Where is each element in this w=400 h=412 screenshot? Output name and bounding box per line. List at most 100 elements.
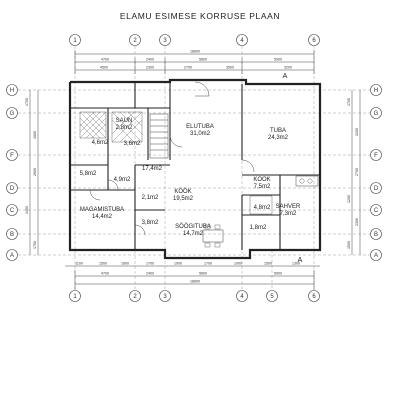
room-saun-name: SAUN [116,118,133,124]
room-closet-area: 2,1m2 [142,195,159,201]
dim-top-2: 2400 [146,58,154,62]
right-dimensions: 1700 3200 2700 1200 2300 1500 [347,90,361,255]
staircase [149,113,169,159]
dim-top-total: 18600 [190,50,200,54]
left-axis-markers: H G F D C B A [6,84,18,261]
room-left-mid-area: 5,8m2 [80,171,97,177]
dim-bot-1: 4700 [101,272,109,276]
axis-left-F: F [10,153,14,159]
kitchen-fixtures [249,175,319,215]
axis-bottom-6: 6 [312,294,316,300]
door-swings [89,81,255,236]
dim-right-2: 3200 [355,128,359,136]
room-hall-mid-area: 4,9m2 [114,177,131,183]
dim-bot2-1: 1100 [75,262,83,266]
bottom-axis-markers: 1 2 3 4 5 6 [69,290,320,302]
axis-right-H: H [374,88,378,94]
axis-left-A: A [10,253,14,259]
axis-bottom-1: 1 [73,294,77,300]
room-elutuba-name: ELUTUBA [186,124,214,130]
room-tuba-area: 24,3m2 [268,135,289,141]
axis-top-6: 6 [312,38,316,44]
right-axis-markers: H G F D C B A [370,84,382,261]
room-soogituba-area: 14,7m2 [183,231,204,237]
dim-bot2-6: 1700 [204,262,212,266]
dim-bot2-2: 1500 [99,262,107,266]
dim-top2-2: 2300 [146,66,154,70]
dim-left-1: 1700 [25,98,29,106]
dim-bot2-3: 1800 [121,262,129,266]
room-corridor-area: 17,4m2 [142,166,163,172]
dim-bot-4: 5900 [274,272,282,276]
room-labels: ELUTUBA 31,0m2 TUBA 24,3m2 SAUN 2,8m2 4,… [80,118,301,237]
axis-right-F: F [374,153,378,159]
dim-top2-3: 2700 [184,66,192,70]
room-kook-area: 19,5m2 [173,196,194,202]
dim-top-4: 5900 [274,58,282,62]
top-axis-markers: 1 2 3 4 6 [69,34,320,46]
section-marker-bottom: A [298,257,303,264]
room-entry-area: 4,8m2 [254,205,271,211]
room-wc-area: 4,6m2 [92,140,109,146]
dim-right-5: 2300 [355,218,359,226]
dim-bot2-9: 1300 [292,262,300,266]
room-small-center-area: 3,6m2 [124,141,141,147]
room-sahver-area: 7,3m2 [280,211,297,217]
room-pantry-area: 3,8m2 [142,220,159,226]
dim-top2-5: 3200 [284,66,292,70]
dim-top2-4: 3500 [226,66,234,70]
room-tuba-name: TUBA [270,128,286,134]
section-marker-top: A [283,73,288,80]
dim-right-1: 1700 [347,98,351,106]
left-dimensions: 1700 4000 2600 3400 1700 [25,90,39,255]
room-saun-area: 2,8m2 [116,125,133,131]
axis-bottom-3: 3 [163,294,167,300]
room-kook-right-area: 7,5m2 [254,184,271,190]
axis-top-1: 1 [73,38,77,44]
dim-left-3: 2600 [33,168,37,176]
bottom-dimensions: 1100 1500 1800 1700 1900 1700 1900 1500 … [65,262,320,290]
room-kook-right-name: KOOK [253,177,270,183]
axis-bottom-5: 5 [270,294,274,300]
axis-top-2: 2 [133,38,137,44]
interior-walls [70,82,320,250]
room-sahver-name: SAHVER [276,204,301,210]
exterior-walls [68,78,322,260]
dim-bot-total: 18600 [190,280,200,284]
axis-bottom-2: 2 [133,294,137,300]
dim-right-4: 1200 [347,195,351,203]
axis-left-G: G [10,111,15,117]
dim-bot2-5: 1900 [174,262,182,266]
room-soogituba-name: SÖÖGITUBA [175,223,211,230]
dim-right-6: 1500 [347,241,351,249]
dim-top2-1: 4500 [100,66,108,70]
room-magamistuba-name: MAGAMISTUBA [80,207,124,213]
bathroom-tiles [79,111,143,143]
axis-right-D: D [374,186,379,192]
top-dimensions: 18600 4700 2400 5600 5900 4500 2300 2700… [74,50,315,74]
axis-right-A: A [374,253,378,259]
dim-top-1: 4700 [101,58,109,62]
axis-top-3: 3 [163,38,167,44]
axis-left-H: H [10,88,14,94]
dim-left-4: 3400 [25,206,29,214]
dim-bot2-8: 1500 [264,262,272,266]
axis-right-G: G [374,111,379,117]
dim-left-2: 4000 [33,131,37,139]
axis-left-C: C [10,208,15,214]
dim-bot2-4: 1700 [146,262,154,266]
dim-top-3: 5600 [199,58,207,62]
axis-right-B: B [374,232,378,238]
dining-table [202,224,224,248]
axis-left-B: B [10,232,14,238]
room-kook-name: KÖÖK [174,188,191,195]
dim-bot2-7: 1900 [234,262,242,266]
room-magamistuba-area: 14,4m2 [92,214,113,220]
dim-bot-2: 2400 [146,272,154,276]
section-markers: A A [283,73,303,264]
axis-right-C: C [374,208,379,214]
axis-left-D: D [10,186,15,192]
dim-bot-3: 5600 [199,272,207,276]
dim-left-5: 1700 [33,241,37,249]
